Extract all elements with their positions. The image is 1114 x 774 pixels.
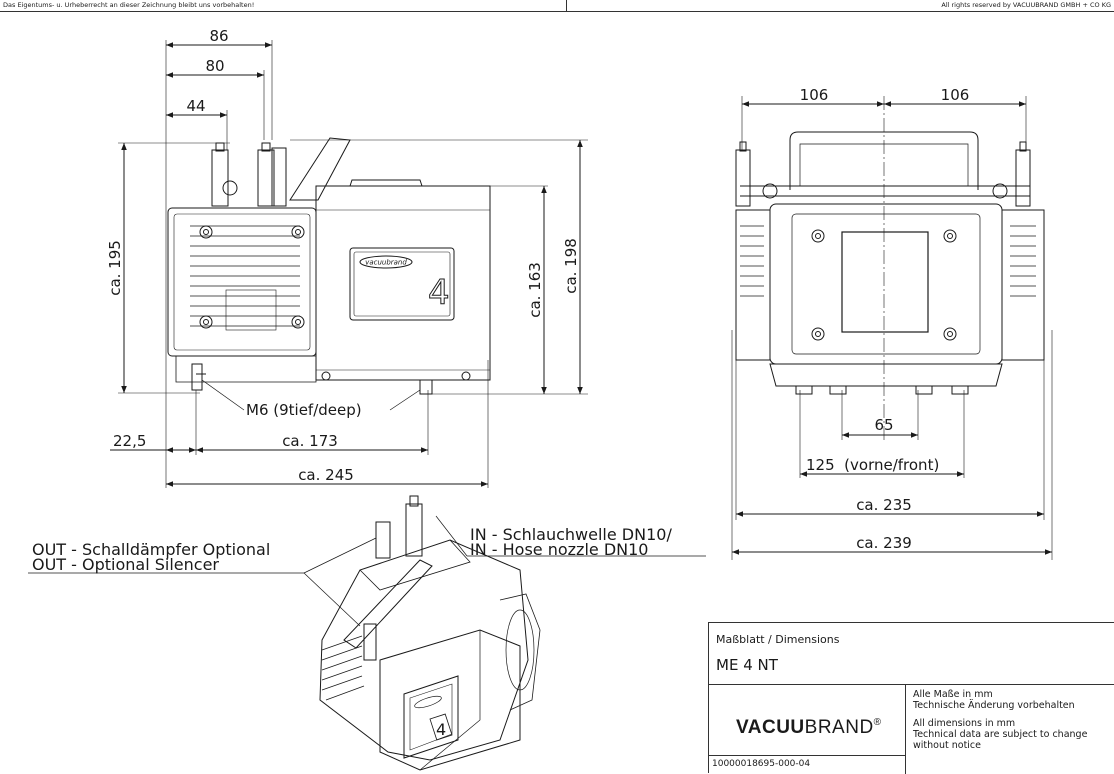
iso-nameplate-model: 4 — [436, 720, 446, 739]
dim-ca-195: ca. 195 — [106, 240, 124, 296]
dim-106-left: 106 — [800, 86, 829, 104]
side-nameplate-brand: vacuubrand — [365, 259, 407, 267]
title-block: Maßblatt / Dimensions ME 4 NT VACUUBRAND… — [708, 622, 1114, 774]
dimension-notes: Alle Maße in mm Technische Änderung vorb… — [913, 689, 1113, 751]
dim-80: 80 — [205, 57, 224, 75]
note-en-1: All dimensions in mm — [913, 718, 1016, 729]
document-number: 10000018695-000-04 — [712, 759, 811, 769]
dim-ca-163: ca. 163 — [526, 262, 544, 318]
side-nameplate-model: 4 — [428, 273, 450, 313]
dim-22-5: 22,5 — [113, 432, 146, 450]
dim-ca-235: ca. 235 — [856, 496, 912, 514]
side-view: vacuubrand 4 — [110, 40, 588, 488]
front-view-labels: 106 106 65 125 (vorne/front) ca. 235 ca.… — [800, 86, 970, 552]
out-label-en: OUT - Optional Silencer — [32, 555, 219, 574]
in-label-en: IN - Hose nozzle DN10 — [470, 540, 648, 559]
in-label-de: IN - Schlauchwelle DN10/ — [470, 525, 672, 544]
sheet-title: Maßblatt / Dimensions — [716, 633, 840, 646]
out-label-de: OUT - Schalldämpfer Optional — [32, 540, 270, 559]
dim-86: 86 — [209, 27, 228, 45]
dim-ca-198: ca. 198 — [562, 238, 580, 294]
isometric-view: 4 — [28, 495, 706, 771]
note-de-1: Alle Maße in mm — [913, 689, 993, 700]
header-strip: Das Eigentums- u. Urheberrecht an dieser… — [0, 0, 1114, 12]
copyright-notice: All rights reserved by VACUUBRAND GMBH +… — [941, 1, 1111, 9]
dim-ca-239: ca. 239 — [856, 534, 912, 552]
mount-thread-label: M6 (9tief/deep) — [246, 401, 362, 419]
docnum-divider — [709, 755, 905, 756]
dim-106-right: 106 — [941, 86, 970, 104]
dim-ca-173: ca. 173 — [282, 432, 338, 450]
isometric-labels: OUT - Schalldämpfer Optional OUT - Optio… — [32, 525, 672, 574]
title-divider — [709, 684, 1114, 685]
note-en-2: Technical data are subject to change — [913, 729, 1088, 740]
model-name: ME 4 NT — [716, 656, 778, 674]
front-view — [731, 96, 1053, 560]
header-divider — [566, 0, 567, 12]
note-en-3: without notice — [913, 740, 981, 751]
vacuubrand-logo: VACUUBRAND® — [736, 717, 882, 738]
ownership-notice: Das Eigentums- u. Urheberrecht an dieser… — [3, 1, 255, 9]
dim-ca-245: ca. 245 — [298, 466, 354, 484]
title-divider-vertical — [905, 684, 906, 774]
dim-44: 44 — [186, 97, 205, 115]
note-de-2: Technische Änderung vorbehalten — [913, 700, 1075, 711]
side-view-labels: 86 80 44 ca. 195 ca. 163 ca. 198 M6 (9ti… — [106, 27, 580, 484]
dim-65: 65 — [874, 416, 893, 434]
dim-125-front: 125 (vorne/front) — [806, 456, 939, 474]
